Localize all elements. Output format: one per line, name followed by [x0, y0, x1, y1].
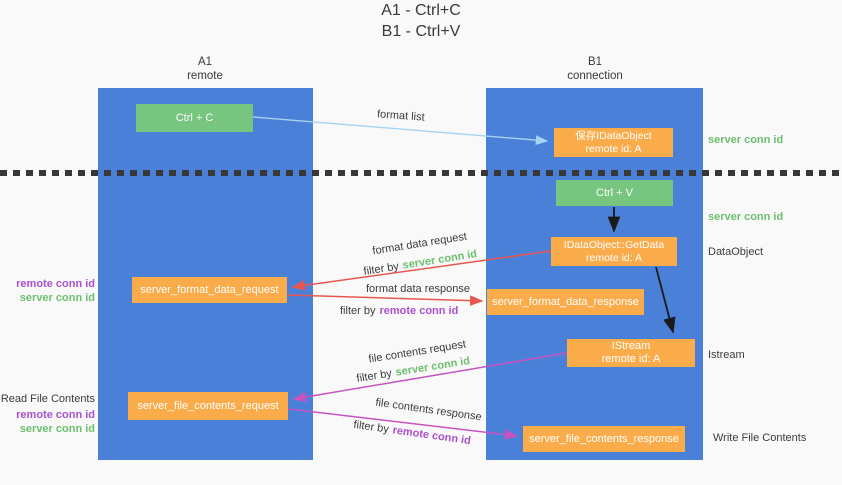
filter-by-text: filter by	[362, 260, 400, 278]
server-conn-id-right-top: server conn id	[708, 134, 784, 146]
filter-by-text: filter by	[355, 367, 393, 385]
save-dataobject-line2: remote id: A	[585, 142, 642, 155]
lifeline-a1-name: A1	[197, 56, 213, 68]
format-list-label: format list	[376, 108, 426, 124]
phase-separator-line	[0, 170, 842, 176]
istream-box: IStream remote id: A	[567, 339, 695, 367]
remote-conn-id-text: remote conn id	[379, 305, 459, 317]
file-contents-response-label: file contents response	[374, 396, 483, 424]
dataobject-label: DataObject	[708, 246, 764, 258]
server-conn-id-right-mid: server conn id	[708, 211, 784, 223]
server-conn-id-left-bottom: server conn id	[19, 423, 95, 435]
istream-line2: remote id: A	[601, 353, 661, 365]
getdata-line2: remote id: A	[585, 251, 643, 264]
title-line-b1: B1 - Ctrl+V	[381, 23, 461, 40]
server-format-data-response-box: server_format_data_response	[487, 289, 644, 315]
server-file-contents-request-box: server_file_contents_request	[128, 392, 288, 420]
write-file-contents-label: Write File Contents	[713, 432, 807, 444]
server-file-contents-response-box: server_file_contents_response	[523, 426, 685, 452]
server-file-contents-response-label: server_file_contents_response	[529, 432, 679, 445]
getdata-box: IDataObject::GetData remote id: A	[551, 237, 677, 266]
server-conn-id-text: server conn id	[401, 248, 478, 272]
filter-by-text: filter by	[340, 305, 376, 317]
filter-by-text: filter by	[352, 418, 390, 436]
server-file-contents-request-label: server_file_contents_request	[137, 399, 279, 412]
diagram-title: A1 - Ctrl+C B1 - Ctrl+V	[0, 0, 842, 42]
lifeline-b1-header: B1 connection	[535, 55, 655, 83]
format-data-response-label: format data response	[366, 283, 470, 295]
ctrl-c-label: Ctrl + C	[175, 111, 214, 124]
server-format-data-request-box: server_format_data_request	[132, 277, 287, 303]
remote-conn-id-text: remote conn id	[391, 424, 472, 448]
read-file-contents-label: Read File Contents	[0, 393, 95, 405]
server-format-data-request-label: server_format_data_request	[140, 283, 279, 296]
ctrl-v-box: Ctrl + V	[556, 180, 673, 206]
getdata-line1: IDataObject::GetData	[563, 238, 665, 251]
remote-conn-id-left-top: remote conn id	[16, 278, 95, 290]
server-format-data-response-label: server_format_data_response	[492, 295, 639, 308]
save-dataobject-line1: 保存IDataObject	[575, 129, 652, 142]
lifeline-a1-subtitle: remote	[187, 70, 223, 82]
istream-side-label: Istream	[708, 349, 745, 361]
lifeline-b1-subtitle: connection	[567, 70, 623, 82]
title-line-a1: A1 - Ctrl+C	[381, 2, 461, 19]
lifeline-b1-name: B1	[587, 56, 603, 68]
istream-line1: IStream	[611, 340, 651, 352]
ctrl-v-label: Ctrl + V	[596, 186, 633, 199]
server-conn-id-left-top: server conn id	[19, 292, 95, 304]
lifeline-a1-header: A1 remote	[145, 55, 265, 83]
remote-conn-id-left-bottom: remote conn id	[16, 409, 95, 421]
save-dataobject-box: 保存IDataObject remote id: A	[554, 128, 673, 157]
arrow-format-data-response	[287, 294, 484, 306]
ctrl-c-box: Ctrl + C	[136, 104, 253, 132]
